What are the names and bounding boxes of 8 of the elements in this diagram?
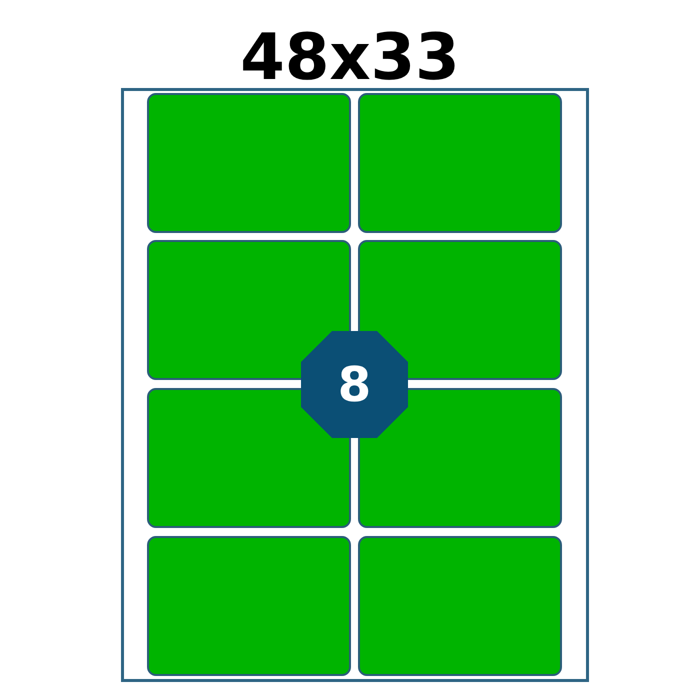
label-rectangle bbox=[147, 93, 351, 233]
count-octagon bbox=[301, 331, 408, 438]
count-number: 8 bbox=[338, 360, 372, 408]
sheet-outline bbox=[121, 88, 589, 682]
label-rectangle bbox=[147, 536, 351, 676]
title: 48x33 bbox=[239, 20, 461, 97]
label-rectangle bbox=[358, 93, 562, 233]
label-rectangle bbox=[358, 536, 562, 676]
